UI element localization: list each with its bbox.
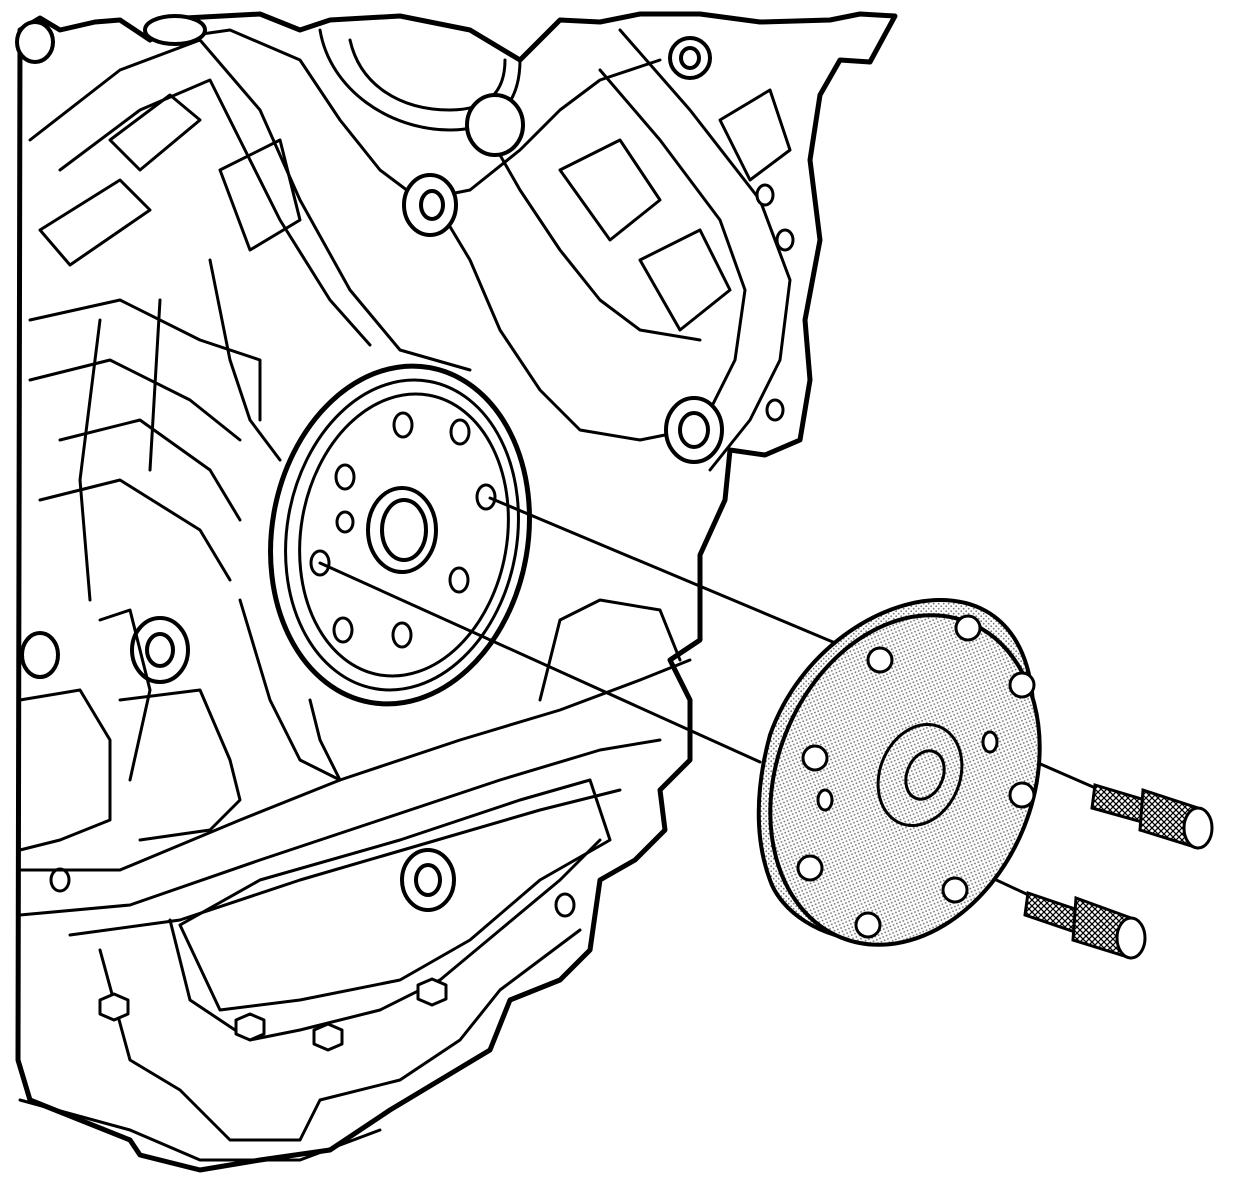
rib-left-1	[28, 298, 262, 422]
boss-upper-center-hole	[419, 189, 445, 221]
rib-left-7	[208, 258, 282, 462]
rib-left-4	[38, 478, 232, 582]
boss-top-right-hole	[679, 46, 701, 70]
block-web-upper	[158, 28, 662, 202]
small-hole-5	[554, 892, 576, 918]
plate-bolt-8	[854, 911, 882, 939]
engine-block-outline	[15, 11, 898, 1173]
block-web-left-inner	[58, 78, 372, 347]
screw-upper-thread	[1090, 783, 1147, 824]
block-lower-left-2	[118, 688, 242, 842]
oil-pan-rail-top	[18, 658, 692, 872]
boss-lower-hole	[414, 863, 442, 897]
pocket-2	[38, 178, 152, 267]
oil-pan-lip	[168, 838, 602, 1042]
crank-bolt-hole-1	[392, 411, 414, 439]
crank-bolt-hole-6	[332, 616, 354, 644]
block-web-right-inner	[598, 68, 747, 422]
holding-screw-lower	[1023, 890, 1147, 960]
crankshaft-flange	[298, 392, 510, 678]
boss-top-left	[15, 20, 55, 64]
rib-left-6	[148, 298, 162, 472]
crank-bolt-hole-3	[475, 483, 497, 511]
plate-bolt-6	[796, 854, 824, 882]
bore-dome-inner	[348, 38, 507, 112]
block-lower-mid-2	[538, 598, 682, 702]
bore-dome	[318, 28, 522, 132]
crank-bolt-hole-4	[448, 566, 470, 594]
tool-plate	[756, 597, 1042, 947]
pocket-1	[108, 93, 202, 172]
plate-hole-lower	[816, 788, 834, 812]
boss-mid-left	[20, 631, 60, 679]
oil-pan-rail-bottom	[68, 788, 622, 937]
guide-line-lower	[318, 561, 762, 764]
plate-bolt-7	[941, 876, 969, 904]
pocket-6	[718, 88, 792, 182]
plate-bolt-5	[1008, 781, 1036, 809]
plate-hole-upper	[981, 730, 999, 754]
pocket-4	[558, 138, 662, 242]
small-hole-3	[765, 398, 785, 422]
pocket-5	[638, 228, 732, 332]
oil-pan-skirt	[18, 1098, 382, 1162]
screw-lower-thread	[1023, 890, 1080, 935]
rib-left-3	[58, 418, 242, 522]
rear-main-bore-ring	[284, 378, 520, 692]
engine-block	[15, 11, 898, 1173]
holding-screw-upper	[1090, 783, 1214, 850]
screw-upper-end	[1182, 806, 1214, 850]
crank-bolt-hole-5	[391, 621, 413, 649]
block-web-right	[618, 28, 792, 472]
block-lower-mid	[238, 598, 342, 782]
rear-main-bore-outer	[268, 363, 532, 707]
crank-bolt-hole-9	[335, 510, 355, 534]
crank-bolt-hole-8	[334, 463, 356, 491]
pocket-3	[218, 138, 302, 252]
block-web-mid	[438, 208, 692, 442]
pan-bolt-2	[234, 1012, 266, 1042]
guide-line-upper	[488, 496, 842, 647]
block-lower-left-1	[18, 688, 112, 852]
block-lower-left-3	[98, 608, 152, 782]
tool-plate-bolts	[796, 614, 1036, 939]
oil-pan-rail-lower	[18, 738, 662, 917]
boss-right-hole	[678, 411, 710, 449]
block-web-left	[28, 38, 472, 372]
pan-bolt-3	[312, 1022, 344, 1052]
oil-filler-boss	[143, 14, 207, 46]
block-web-mid-2	[478, 118, 702, 342]
pan-bolt-1	[98, 992, 130, 1022]
plate-bolt-4	[801, 744, 829, 772]
crank-bolt-hole-2	[449, 418, 471, 446]
oil-pan-body	[98, 928, 582, 1142]
plate-bolt-1	[954, 614, 982, 642]
plate-bolt-2	[866, 646, 894, 674]
tool-plate-center-hole	[904, 749, 946, 801]
pan-bolt-4	[416, 977, 448, 1007]
plug-boss	[465, 93, 525, 157]
rib-left-5	[78, 318, 102, 602]
rib-left-2	[28, 358, 242, 442]
small-hole-1	[755, 183, 775, 207]
boss-left-hole	[145, 632, 175, 668]
plate-bolt-3	[1008, 671, 1036, 699]
small-hole-2	[775, 228, 795, 252]
oil-pan-window	[178, 778, 612, 1012]
small-hole-4	[49, 867, 71, 893]
screw-lower-end	[1115, 916, 1147, 960]
crank-pilot-inner	[380, 498, 428, 562]
